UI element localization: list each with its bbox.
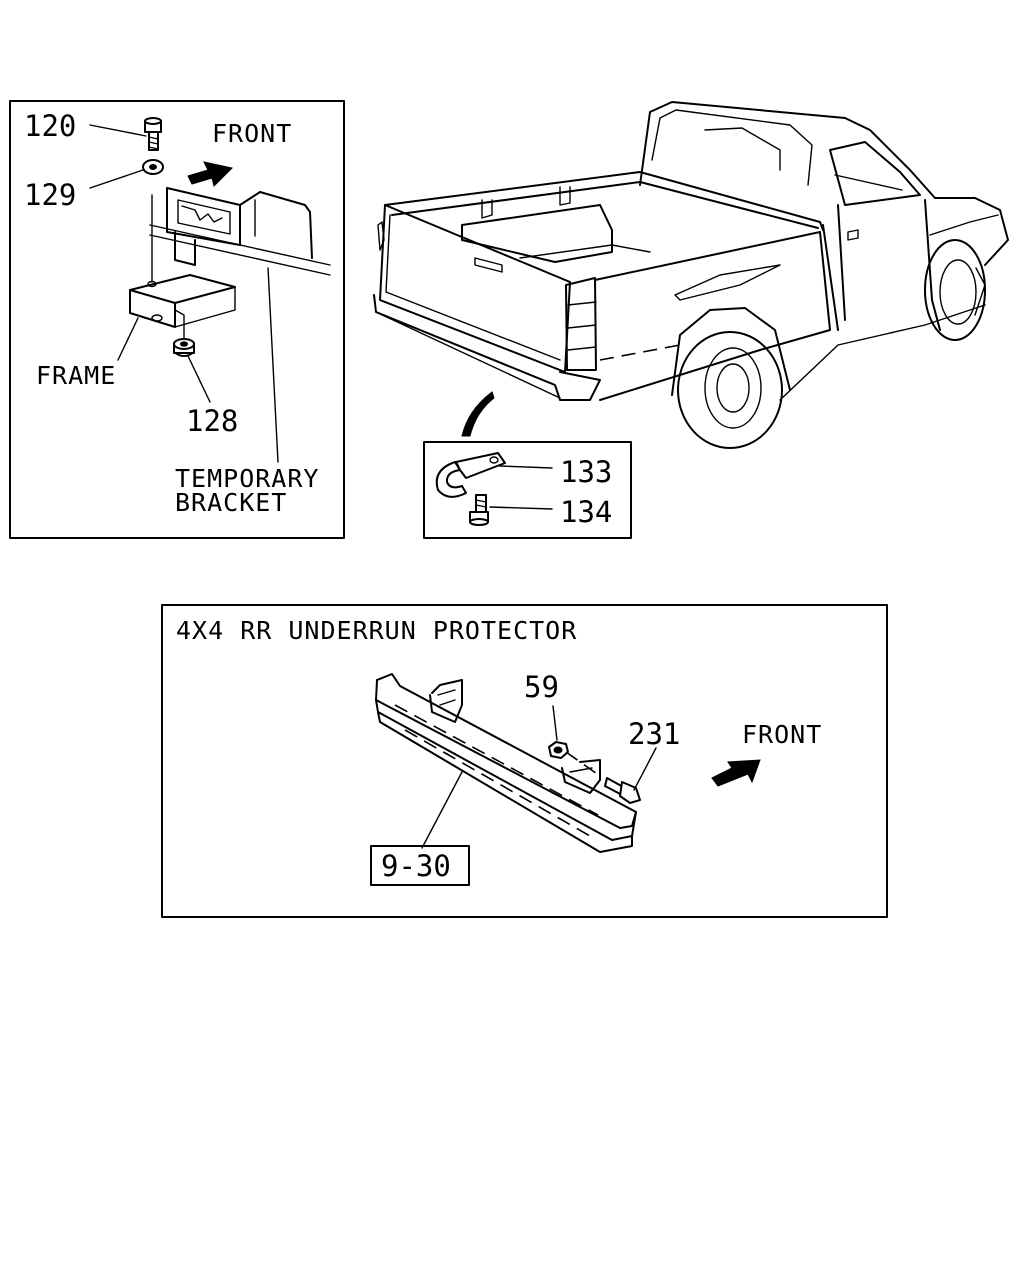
label-front-protector: FRONT bbox=[742, 720, 822, 749]
bolt-icon bbox=[144, 117, 162, 151]
underrun-protector-panel: 4X4 RR UNDERRUN PROTECTOR bbox=[161, 604, 888, 918]
tow-hook-inset: 133 134 bbox=[423, 441, 632, 539]
label-frame: FRAME bbox=[36, 361, 116, 390]
inset-frame-hook bbox=[423, 441, 632, 539]
nut-icon bbox=[548, 741, 569, 759]
leader-line bbox=[117, 317, 139, 361]
leader-line bbox=[552, 705, 558, 741]
bolt-icon bbox=[469, 494, 489, 526]
ref-box bbox=[370, 845, 470, 886]
front-arrow-icon bbox=[187, 161, 234, 187]
panel-frame-protector bbox=[161, 604, 888, 918]
leader-line bbox=[267, 267, 279, 463]
bracket-illustration bbox=[129, 187, 331, 341]
pickup-truck-illustration bbox=[373, 101, 1009, 449]
leader-line bbox=[633, 747, 657, 791]
label-nut-128: 128 bbox=[186, 404, 238, 438]
bolt-icon bbox=[565, 751, 641, 804]
label-nut-59: 59 bbox=[524, 670, 559, 704]
protector-bar-illustration bbox=[375, 673, 637, 853]
leader-line bbox=[89, 124, 147, 137]
label-bolt-120: 120 bbox=[24, 109, 76, 143]
leader-line bbox=[421, 771, 463, 849]
temporary-bracket-inset: 120 129 FRONT FRAME 128 TEMPORARY BRACKE… bbox=[9, 100, 345, 539]
panel-title: 4X4 RR UNDERRUN PROTECTOR bbox=[176, 616, 577, 645]
label-hook-133: 133 bbox=[560, 455, 612, 489]
label-bracket: BRACKET bbox=[175, 488, 287, 517]
tow-hook-icon bbox=[435, 452, 506, 498]
leader-line bbox=[89, 169, 144, 189]
inset-frame-left bbox=[9, 100, 345, 539]
label-washer-129: 129 bbox=[24, 178, 76, 212]
label-temporary: TEMPORARY bbox=[175, 464, 319, 493]
label-bolt-134: 134 bbox=[560, 495, 612, 529]
washer-icon bbox=[142, 159, 164, 175]
leader-line bbox=[489, 506, 553, 510]
label-front-left: FRONT bbox=[212, 119, 292, 148]
label-bolt-231: 231 bbox=[628, 717, 680, 751]
leader-line bbox=[187, 355, 211, 403]
front-arrow-icon bbox=[711, 759, 761, 787]
label-ref-9-30: 9-30 bbox=[381, 849, 451, 883]
leader-line bbox=[499, 465, 553, 469]
nut-icon bbox=[173, 338, 195, 357]
